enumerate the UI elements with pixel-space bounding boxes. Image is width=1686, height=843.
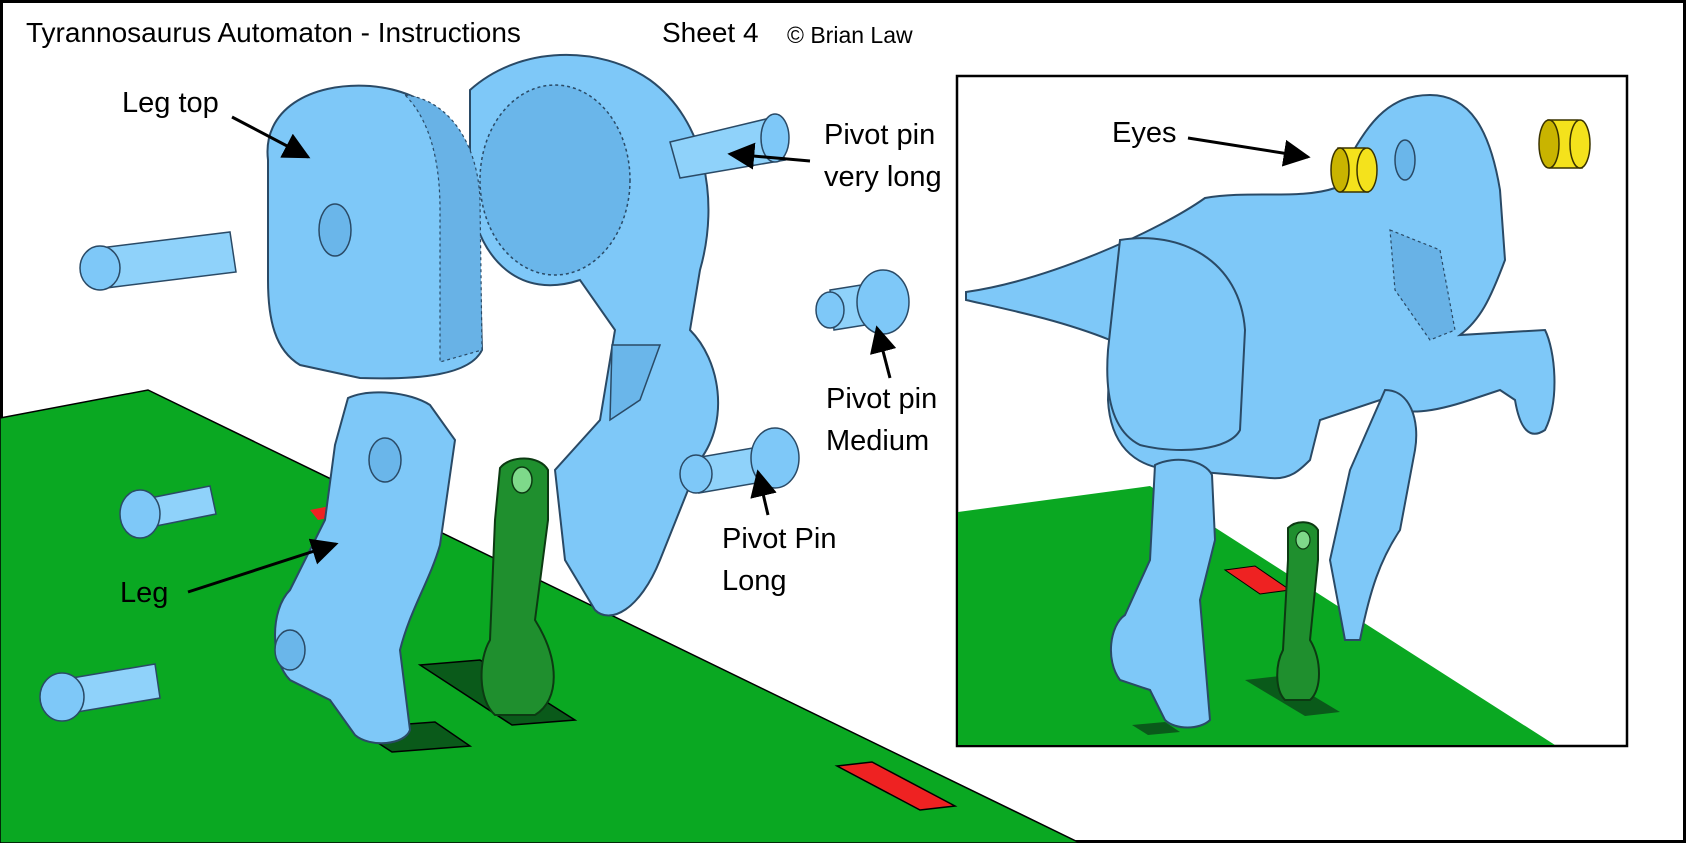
arrow-pivot-long [750,469,777,516]
label-eyes: Eyes [1112,117,1177,149]
label-pivot-pin-long: Pivot Pin Long [722,523,837,597]
inset-leg-top [1106,237,1247,451]
arrow-eyes [1187,136,1311,167]
sheet-number: Sheet 4 [662,17,759,48]
arrow-pivot-medium [870,325,897,379]
leg-top-hole [318,203,352,257]
arrow-pivot-very-long [727,142,811,170]
rear-leg-top [479,84,631,276]
leader-arrows [187,115,1311,594]
crank [480,457,555,716]
inset-crank [1276,521,1320,701]
eye [1538,119,1591,169]
pivot-pin-medium [815,269,910,335]
pivot-pin-loose [119,485,217,539]
label-leg-top: Leg top [122,87,219,119]
arrow-leg-top [231,115,311,159]
eye [1330,147,1378,193]
leg-part [274,391,457,745]
inset-leg [1109,458,1217,729]
base-board [0,389,1081,843]
assembled-view-inset [955,74,1629,748]
label-pivot-pin-medium: Pivot pin Medium [826,383,938,457]
arrow-leg [187,538,339,594]
exploded-view [0,53,1081,843]
copyright: © Brian Law [787,22,913,48]
label-leg: Leg [120,577,169,609]
red-slot [834,761,958,811]
rear-leg-cam-slot [609,344,662,422]
sheet-title: Tyrannosaurus Automaton - Instructions [26,17,521,48]
inset-base-board [958,486,1555,745]
label-pivot-pin-very-long: Pivot pin very long [824,119,942,193]
inset-rear-leg [1328,388,1418,641]
pivot-pin-loose [79,231,237,291]
jaw [1389,229,1456,341]
pivot-pin-loose [39,663,161,722]
